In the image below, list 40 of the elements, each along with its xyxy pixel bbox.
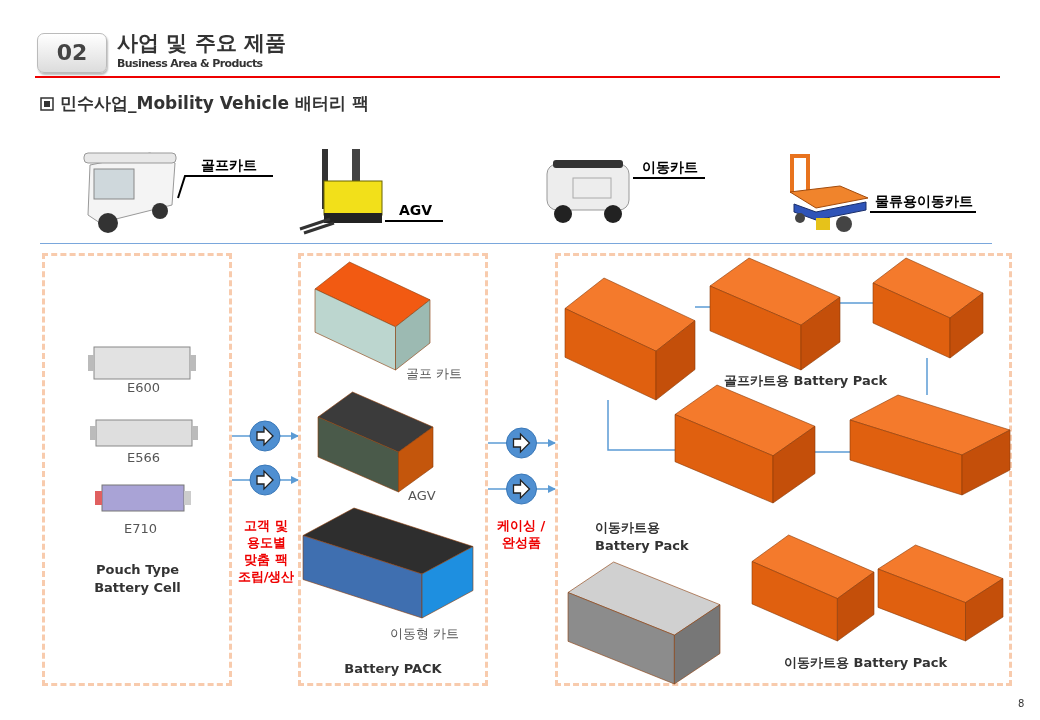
section-heading: 민수사업_Mobility Vehicle 배터리 팩 (60, 92, 369, 115)
arrow-button-icon (231, 464, 299, 496)
arrow-button-icon (231, 420, 299, 452)
arrow-button-icon (487, 473, 556, 505)
page-title: 사업 및 주요 제품 (117, 30, 286, 57)
battery-pack-drawing (873, 258, 983, 358)
vehicle-label: 이동카트 (635, 156, 705, 178)
cell-caption: E566 (127, 450, 161, 465)
panel-caption: Pouch Type Battery Cell (93, 561, 182, 597)
pack-caption: AGV (408, 488, 436, 503)
leader-line (177, 175, 274, 199)
connector-line (839, 302, 874, 304)
connector-line (814, 451, 851, 453)
page-subtitle: Business Area & Products (117, 57, 263, 70)
pack-caption: 이동카트용 Battery Pack (784, 654, 948, 672)
vehicle-label: AGV (388, 199, 443, 221)
pack-caption: 골프 카트 (406, 365, 463, 383)
pack-caption: 이동카트용 Battery Pack (595, 519, 690, 555)
pack-caption: 이동형 카트 (390, 625, 460, 643)
leader-line (869, 211, 977, 213)
arrow-button-icon (487, 427, 556, 459)
section-number-badge: 02 (37, 33, 107, 73)
cell-caption: E710 (124, 521, 158, 536)
battery-pack-drawing (850, 395, 1010, 495)
dashed-panel (555, 253, 1012, 686)
leader-line (632, 177, 706, 179)
process-note: 케이싱 / 완성품 (496, 517, 546, 551)
process-note: 고객 및 용도별 맞춤 팩 조립/생산 (236, 517, 296, 585)
battery-pack-drawing (710, 258, 840, 370)
connector-line (607, 399, 676, 451)
connector-line (926, 357, 928, 396)
cell-caption: E600 (127, 380, 161, 395)
pack-caption: 골프카트용 Battery Pack (724, 372, 888, 390)
page-number: 8 (1018, 698, 1025, 709)
panel-caption: Battery PACK (343, 661, 443, 676)
connector-line (694, 306, 711, 308)
vehicle-label: 골프카트 (185, 154, 273, 176)
leader-line (384, 220, 444, 222)
battery-pack-drawing (565, 278, 695, 400)
vehicle-label: 물류용이동카트 (872, 190, 976, 212)
